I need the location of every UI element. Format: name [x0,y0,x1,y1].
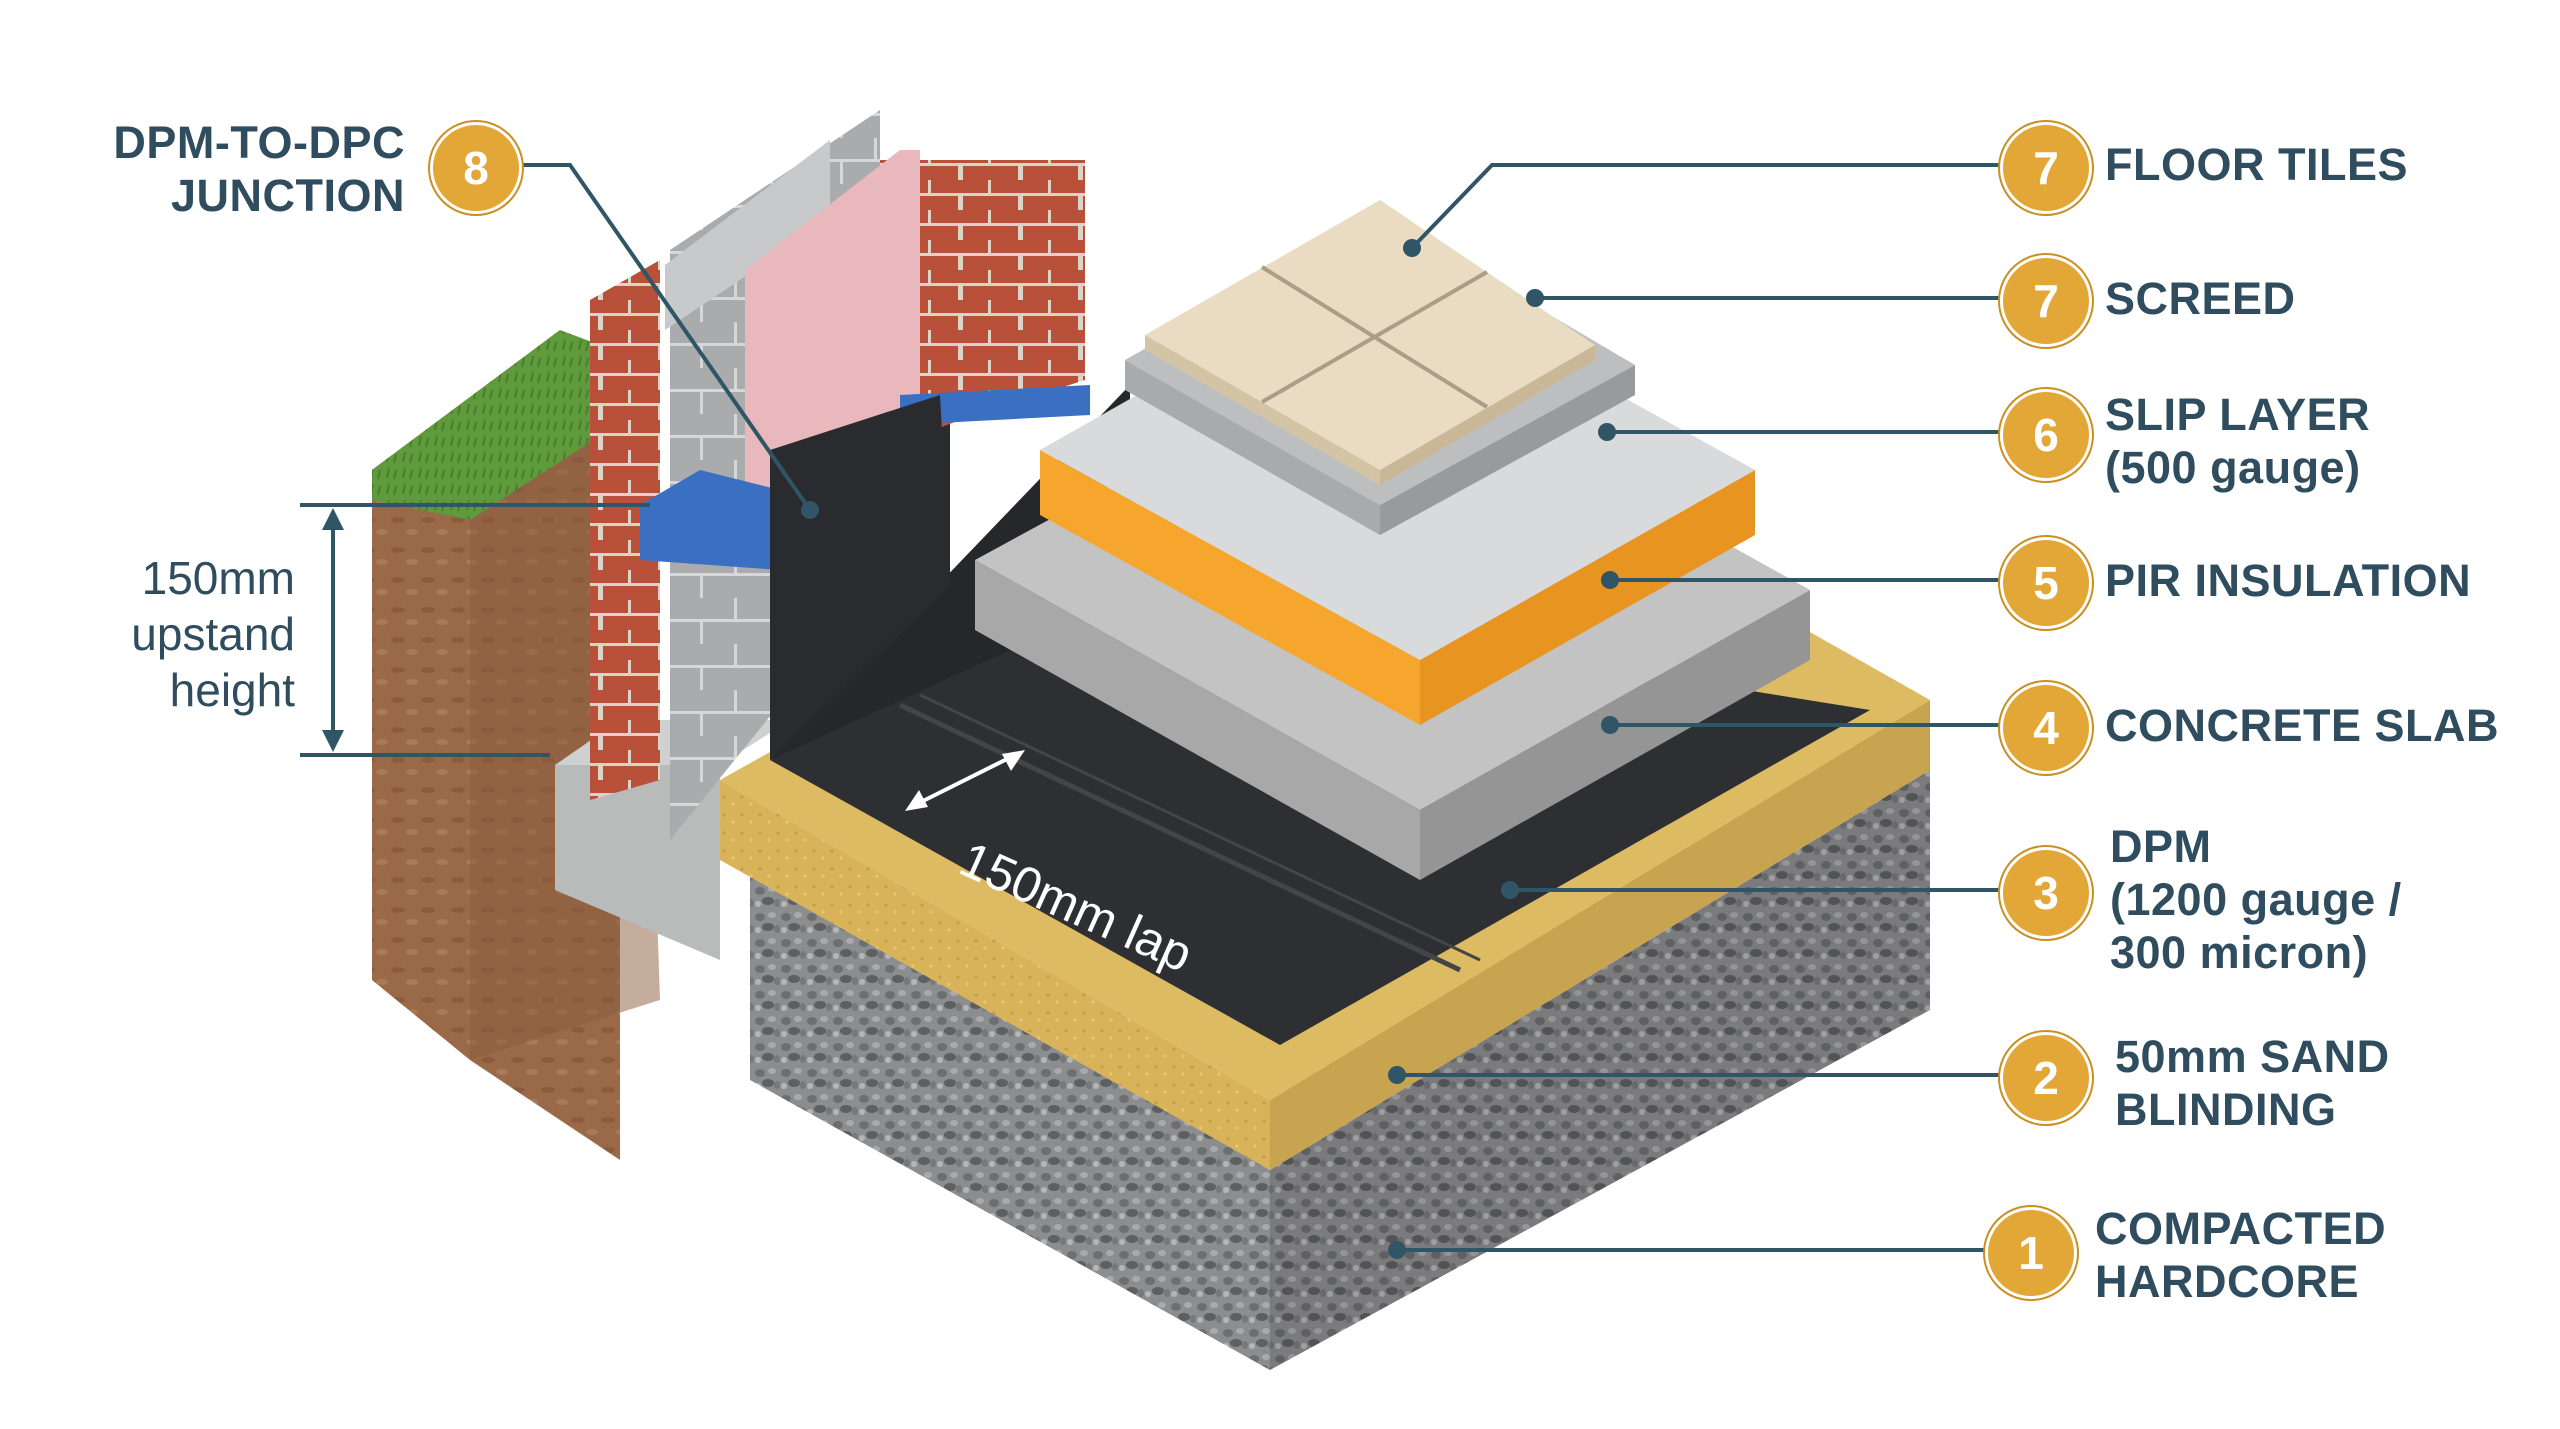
upstand-height-label: 150mm upstand height [131,552,295,716]
badge-sand-blinding: 2 [2000,1032,2092,1124]
label-pir-insulation: PIR INSULATION [2105,555,2472,606]
badge-pir-insulation: 5 [2000,537,2092,629]
label-sand-blinding: 50mm SAND BLINDING [2115,1031,2390,1135]
badge-dpm-to-dpc-junction: 8 [430,122,522,214]
label-dpm-to-dpc-junction: DPM-TO-DPC JUNCTION [113,117,405,221]
label-slip-layer: SLIP LAYER (500 gauge) [2105,389,2371,493]
badge-compacted-hardcore: 1 [1985,1207,2077,1299]
upstand-dimension-arrow [322,508,344,752]
label-dpm: DPM (1200 gauge / 300 micron) [2110,821,2402,978]
badge-slip-layer: 6 [2000,389,2092,481]
label-floor-tiles: FLOOR TILES [2105,139,2408,190]
badge-concrete-slab: 4 [2000,682,2092,774]
hardcore-block [750,770,1930,1370]
dpc-tray [640,385,1090,570]
dpm-upstand [770,395,950,760]
badge-floor-tiles: 7 [2000,122,2092,214]
floor-tiles [1145,200,1595,485]
leader-lines [300,163,2000,1252]
badge-dpm: 3 [2000,847,2092,939]
label-concrete-slab: CONCRETE SLAB [2105,700,2500,751]
leader-floor-tiles [1410,163,2000,250]
leader-dpm-to-dpc-junction [518,163,812,512]
label-compacted-hardcore: COMPACTED HARDCORE [2095,1203,2387,1307]
badge-screed: 7 [2000,255,2092,347]
label-screed: SCREED [2105,273,2296,324]
lap-dimension-arrow [905,750,1025,811]
leader-dots [801,239,1619,1259]
